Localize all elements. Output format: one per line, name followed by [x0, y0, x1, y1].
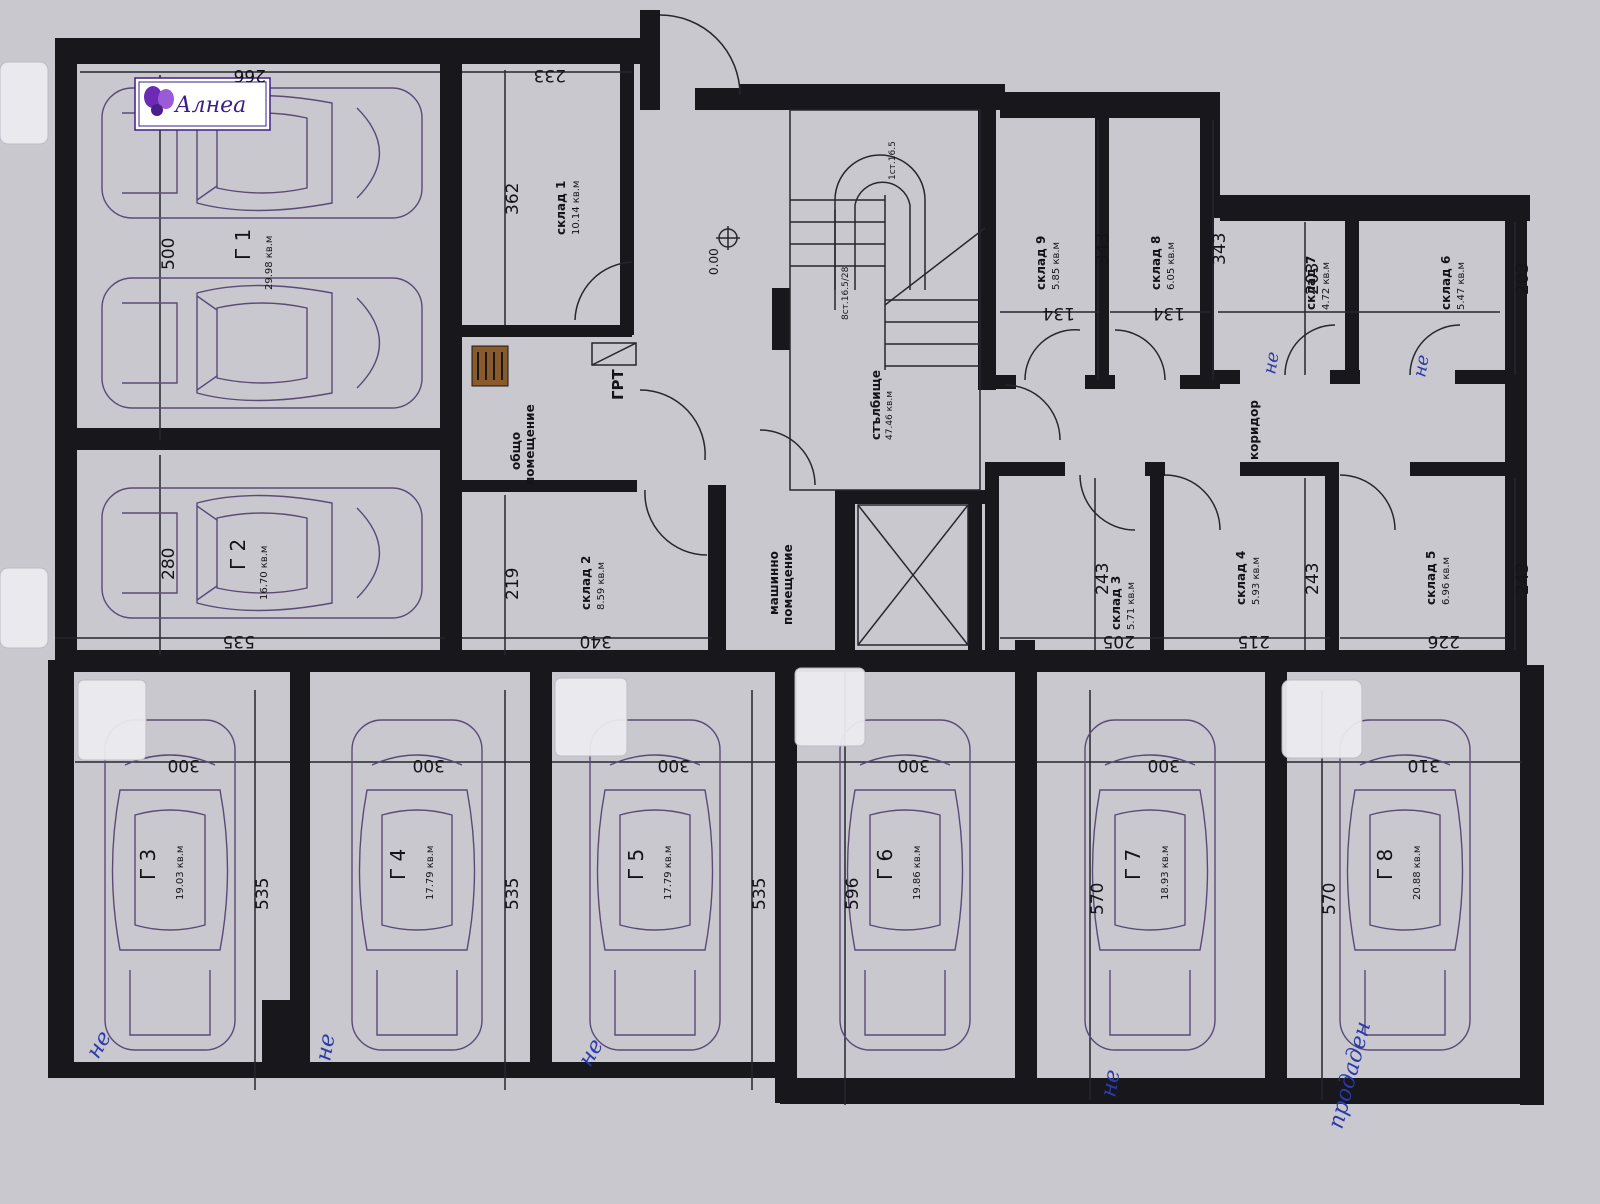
dim-343-a: 343	[1093, 233, 1113, 265]
dim-266: 266	[234, 65, 266, 85]
logo-text: Алнеа	[173, 93, 246, 118]
storage-area-s4: 5.93 кв.м	[1251, 557, 1262, 605]
level-label: 0.00	[707, 248, 721, 275]
storage-label-s9: склад 9	[1034, 236, 1048, 290]
garage-labels: Г 1 29.98 кв.м Г 2 16.70 кв.м Г 3 19.03 …	[136, 229, 1423, 900]
dim-203-a: 203	[1303, 263, 1323, 295]
dim-243-b: 243	[1303, 563, 1323, 595]
butterfly-icon	[144, 86, 174, 116]
garage-label-g2: Г 2	[226, 539, 250, 570]
dim-226: 226	[1428, 631, 1460, 651]
dim-535-top: 535	[223, 631, 255, 651]
dim-343-b: 343	[1210, 233, 1230, 265]
dim-233: 233	[534, 65, 566, 85]
corridor-label: коридор	[1247, 400, 1261, 460]
stairs-label: стълбище	[869, 370, 883, 440]
storage-area-s8: 6.05 кв.м	[1166, 242, 1177, 290]
dim-205: 205	[1103, 631, 1135, 651]
tape-patches	[0, 61, 1363, 761]
dim-134-b: 134	[1153, 303, 1185, 323]
storage-area-s1: 10.14 кв.м	[571, 181, 582, 235]
electrical-panel-icon	[471, 345, 509, 387]
dim-134-a: 134	[1043, 303, 1075, 323]
storage-label-s3: склад 3	[1109, 576, 1123, 630]
garage-label-g7: Г 7	[1121, 849, 1145, 880]
plan-lines	[55, 14, 1522, 1105]
garage-label-g1: Г 1	[231, 229, 255, 260]
storage-area-s5: 6.96 кв.м	[1441, 557, 1452, 605]
machine-room-label-1: машинно	[767, 551, 781, 615]
dim-340: 340	[580, 631, 612, 651]
dim-535-g4: 535	[503, 878, 523, 910]
dim-570-b: 570	[1320, 883, 1340, 915]
storage-label-s7: склад 7	[1304, 256, 1318, 310]
dim-280: 280	[159, 548, 179, 580]
dim-535-g3: 535	[253, 878, 273, 910]
note-ne-s7: не	[1259, 350, 1284, 376]
garage-area-g1: 29.98 кв.м	[264, 236, 275, 290]
dim-215: 215	[1238, 631, 1270, 651]
garage-label-g8: Г 8	[1373, 849, 1397, 880]
storage-area-s6: 5.47 кв.м	[1456, 262, 1467, 310]
storage-label-s6: склад 6	[1439, 256, 1453, 310]
common-room-label-2: помещение	[523, 404, 537, 485]
dim-596: 596	[843, 878, 863, 910]
dim-310: 310	[1408, 755, 1440, 775]
level-marker-icon	[716, 226, 740, 250]
storage-label-s1: склад 1	[554, 181, 568, 235]
common-room-label-1: общо	[509, 432, 523, 470]
dim-300-a: 300	[168, 755, 200, 775]
garage-area-g4: 17.79 кв.м	[425, 846, 436, 900]
logo: Алнеа	[134, 77, 271, 131]
dim-500: 500	[159, 238, 179, 270]
storage-label-s4: склад 4	[1234, 551, 1248, 605]
dim-300-b: 300	[413, 755, 445, 775]
storage-area-s9: 5.85 кв.м	[1051, 242, 1062, 290]
storage-area-s3: 5.71 кв.м	[1126, 582, 1137, 630]
storage-area-s2: 8.59 кв.м	[596, 562, 607, 610]
garage-area-g5: 17.79 кв.м	[663, 846, 674, 900]
dim-300-c: 300	[658, 755, 690, 775]
machine-room-label-2: помещение	[781, 544, 795, 625]
garage-area-g3: 19.03 кв.м	[175, 846, 186, 900]
storage-area-s7: 4.72 кв.м	[1321, 262, 1332, 310]
note-ne-g7: не	[1096, 1068, 1125, 1099]
dim-300-d: 300	[898, 755, 930, 775]
garage-area-g6: 19.86 кв.м	[912, 846, 923, 900]
note-ne-g4: не	[311, 1032, 340, 1063]
storage-label-s8: склад 8	[1149, 236, 1163, 290]
dimension-labels: 233 266 362 500 280 535 219 340 343 343 …	[159, 65, 1533, 915]
garage-area-g8: 20.88 кв.м	[1412, 846, 1423, 900]
dim-570-a: 570	[1088, 883, 1108, 915]
dim-219: 219	[503, 568, 523, 600]
dim-243-c: 243	[1513, 563, 1533, 595]
note-ne-s6: не	[1409, 353, 1434, 379]
dim-362: 362	[503, 183, 523, 215]
storage-labels: склад 1 10.14 кв.м склад 2 8.59 кв.м скл…	[554, 181, 1467, 630]
garage-label-g5: Г 5	[624, 849, 648, 880]
garage-label-g6: Г 6	[873, 849, 897, 880]
grt-label: ГРТ	[609, 368, 627, 400]
stairs-flight-1: 1ст.16.5	[888, 141, 898, 180]
garage-area-g2: 16.70 кв.м	[259, 546, 270, 600]
storage-label-s2: склад 2	[579, 556, 593, 610]
garage-area-g7: 18.93 кв.м	[1160, 846, 1171, 900]
dim-243-a: 243	[1093, 563, 1113, 595]
stairs-flight-2: 8ст.16.5/28	[841, 266, 851, 320]
dim-300-e: 300	[1148, 755, 1180, 775]
stairs-area: 47.46 кв.м	[885, 391, 895, 440]
garage-label-g4: Г 4	[386, 849, 410, 880]
dim-203-b: 203	[1513, 263, 1533, 295]
garage-label-g3: Г 3	[136, 849, 160, 880]
room-labels: общо помещение машинно помещение стълбищ…	[471, 141, 1261, 625]
dim-535-g5: 535	[750, 878, 770, 910]
storage-label-s5: склад 5	[1424, 551, 1438, 605]
